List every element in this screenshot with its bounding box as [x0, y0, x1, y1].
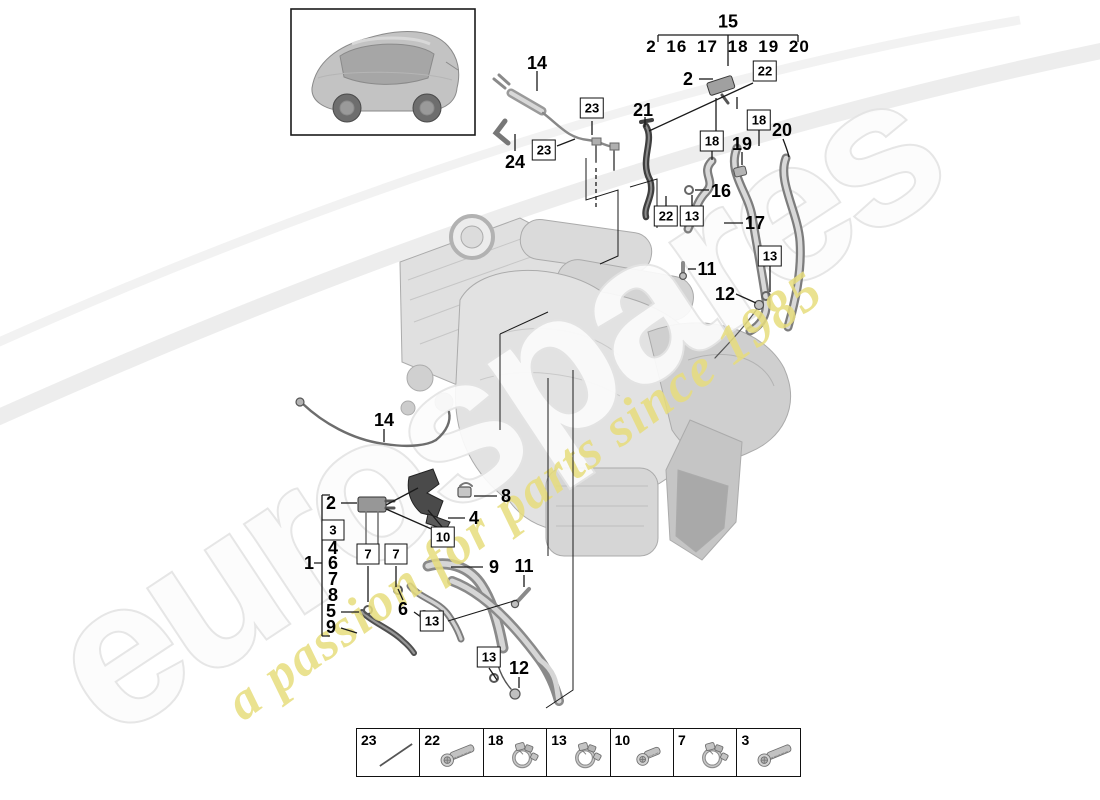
hose-clamp-icon	[501, 736, 545, 774]
watermark-brand: eurospares	[9, 32, 976, 778]
legend-cell-number: 23	[361, 732, 377, 748]
legend-cell: 23	[356, 728, 421, 777]
cable-tie-icon	[374, 736, 418, 774]
legend-cell: 18	[482, 728, 548, 777]
leader-lines	[314, 34, 799, 709]
legend-cell: 10	[609, 728, 675, 777]
vehicle-illustration	[311, 30, 460, 123]
watermark-swoosh	[0, 15, 1100, 426]
screw-short-icon	[628, 736, 672, 774]
legend-cell: 13	[546, 728, 612, 777]
legend-cell-number: 13	[551, 732, 567, 748]
legend-cell-number: 3	[741, 732, 750, 748]
legend-cell-number: 7	[678, 732, 686, 748]
hose-clamp-icon	[691, 736, 735, 774]
hose-clamp-icon	[564, 736, 608, 774]
legend-cell-number: 22	[424, 732, 440, 748]
legend-cell: 7	[673, 728, 739, 777]
screw-long-icon	[754, 736, 798, 774]
legend-cell-number: 10	[614, 732, 631, 748]
parts-artwork	[295, 73, 805, 706]
legend-cell: 22	[419, 728, 485, 777]
screw-long-icon	[437, 736, 481, 774]
engine-illustration	[399, 214, 791, 561]
legend-cell-number: 18	[487, 732, 504, 748]
vehicle-thumbnail	[290, 8, 476, 136]
legend-cell: 3	[736, 728, 802, 777]
fastener-legend: 23 22 18 13 10 7 3	[356, 728, 802, 777]
